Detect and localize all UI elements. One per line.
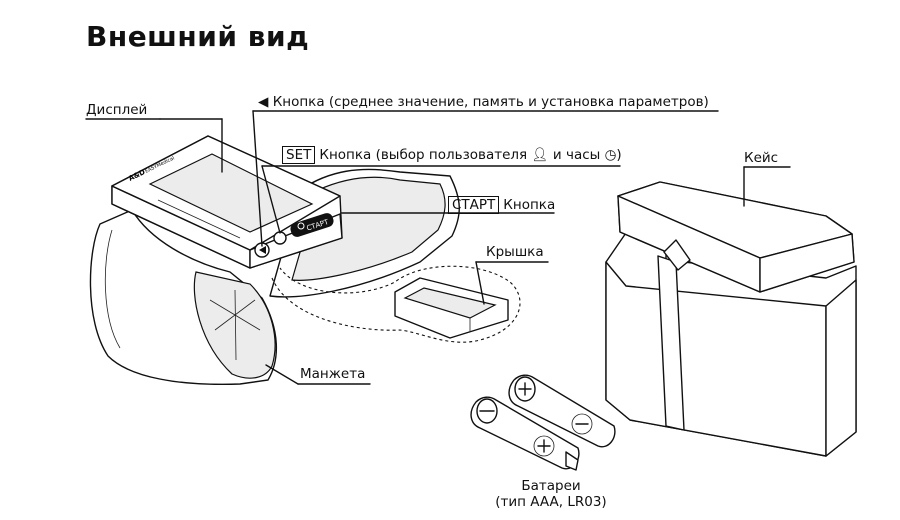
power-icon [297,222,305,230]
cuff-label: Манжета [300,366,366,382]
start-key: СТАРТ [448,196,500,214]
batteries-label: Батареи (тип AAA, LR03) [486,478,616,510]
set-button-text-b: и часы [552,147,601,163]
monitor-body: СТАРТ A&D EASYMedical [111,135,343,269]
back-button-label: ◀ Кнопка (среднее значение, память и уст… [258,94,709,110]
display-label: Дисплей [86,102,148,118]
cover-detail [271,265,521,343]
set-key: SET [282,146,316,164]
clock-icon: ◷) [600,147,622,163]
set-button-text-a: Кнопка (выбор пользователя [319,147,528,163]
batteries-illustration [470,374,616,471]
start-button-text: Кнопка [503,197,556,213]
triangle-left-icon: ◀ [258,94,269,110]
batteries-label-line2: (тип AAA, LR03) [495,494,607,510]
batteries-label-line1: Батареи [521,478,581,494]
case-label: Кейс [744,150,779,166]
leader-lines [85,110,791,385]
cover-label: Крышка [486,244,544,260]
case-illustration [605,181,857,457]
user-icon: 👤︎ [531,147,549,163]
display-screen [148,153,314,233]
back-button-text: Кнопка (среднее значение, память и устан… [272,94,709,110]
start-button-shape [290,213,334,237]
triangle-left-icon [259,246,266,254]
page-title: Внешний вид [86,20,310,53]
set-button-shape [273,231,287,245]
